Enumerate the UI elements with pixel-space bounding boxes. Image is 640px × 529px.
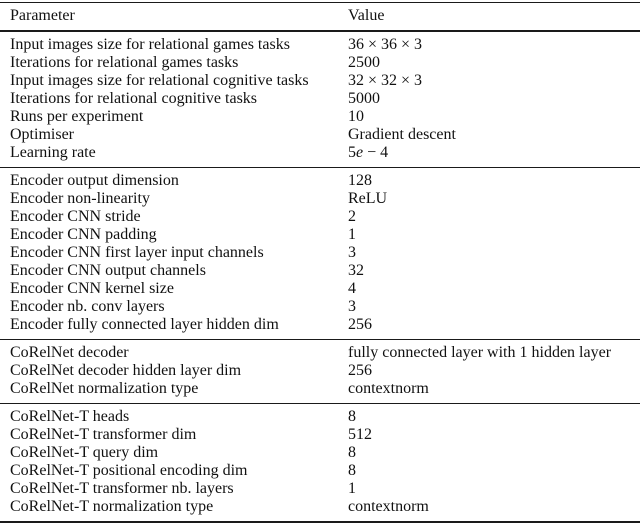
value-cell: 8 — [348, 462, 356, 479]
parameter-cell: Encoder CNN output channels — [10, 262, 206, 279]
table-row: Encoder CNN first layer input channels 3 — [0, 244, 640, 262]
table-row: Iterations for relational cognitive task… — [0, 90, 640, 108]
table-row: Optimiser Gradient descent — [0, 126, 640, 144]
parameter-cell: Input images size for relational cogniti… — [10, 72, 309, 89]
value-cell: Gradient descent — [348, 126, 456, 143]
table-row: Encoder CNN stride 2 — [0, 208, 640, 226]
parameter-cell: CoRelNet-T query dim — [10, 444, 159, 461]
table-row: CoRelNet-T query dim 8 — [0, 444, 640, 462]
table-row: CoRelNet-T transformer nb. layers 1 — [0, 480, 640, 498]
table-section-3: CoRelNet decoder fully connected layer wi… — [0, 339, 640, 404]
value-cell: 32 × 32 × 3 — [348, 72, 423, 89]
value-cell: 36 × 36 × 3 — [348, 36, 423, 53]
parameter-cell: Input images size for relational games t… — [10, 36, 290, 53]
value-cell: fully connected layer with 1 hidden laye… — [348, 344, 612, 361]
value-cell: 256 — [348, 362, 372, 379]
value-cell: 32 — [348, 262, 364, 279]
value-cell: 128 — [348, 172, 372, 189]
parameter-cell: CoRelNet decoder — [10, 344, 129, 361]
value-cell: 5000 — [348, 90, 380, 107]
parameter-cell: CoRelNet decoder hidden layer dim — [10, 362, 242, 379]
value-cell: 1 — [348, 480, 356, 497]
table-row: CoRelNet-T positional encoding dim 8 — [0, 462, 640, 480]
parameter-cell: Encoder nb. conv layers — [10, 298, 165, 315]
value-cell: 4 — [348, 280, 356, 297]
parameter-cell: Encoder non-linearity — [10, 190, 150, 207]
table-row: Encoder non-linearity ReLU — [0, 190, 640, 208]
value-cell: 10 — [348, 108, 364, 125]
table-row: CoRelNet normalization type contextnorm — [0, 380, 640, 404]
table-section-1: Input images size for relational games t… — [0, 31, 640, 168]
parameter-cell: CoRelNet-T heads — [10, 408, 130, 425]
table-header: Parameter Value — [0, 2, 640, 32]
table-row: Encoder CNN padding 1 — [0, 226, 640, 244]
table-row: Input images size for relational cogniti… — [0, 72, 640, 90]
parameter-cell: Encoder CNN kernel size — [10, 280, 174, 297]
parameter-cell: CoRelNet-T normalization type — [10, 498, 214, 515]
table-row: Iterations for relational games tasks 250… — [0, 54, 640, 72]
parameter-cell: Encoder CNN padding — [10, 226, 157, 243]
table-row: CoRelNet decoder hidden layer dim 256 — [0, 362, 640, 380]
value-cell: 1 — [348, 226, 356, 243]
table-row: Encoder output dimension 128 — [0, 168, 640, 191]
table-row: Runs per experiment 10 — [0, 108, 640, 126]
value-cell: 256 — [348, 316, 372, 333]
value-cell: 3 — [348, 298, 356, 315]
table-row: Encoder CNN output channels 32 — [0, 262, 640, 280]
table-row: Learning rate 5e − 4 — [0, 144, 640, 168]
value-cell: 8 — [348, 408, 356, 425]
parameter-cell: Encoder CNN first layer input channels — [10, 244, 264, 261]
parameter-cell: Learning rate — [10, 144, 96, 161]
parameter-cell: Encoder CNN stride — [10, 208, 141, 225]
table-row: Input images size for relational games t… — [0, 31, 640, 54]
header-value: Value — [348, 2, 640, 32]
parameter-cell: Runs per experiment — [10, 108, 144, 125]
parameter-cell: CoRelNet-T transformer dim — [10, 426, 197, 443]
value-cell: contextnorm — [348, 380, 429, 397]
parameter-cell: Iterations for relational games tasks — [10, 54, 239, 71]
header-row: Parameter Value — [0, 2, 640, 32]
table-row: Encoder fully connected layer hidden dim… — [0, 316, 640, 340]
value-cell: 2 — [348, 208, 356, 225]
value-cell: 3 — [348, 244, 356, 261]
parameter-cell: Encoder output dimension — [10, 172, 179, 189]
parameter-cell: Iterations for relational cognitive task… — [10, 90, 258, 107]
header-parameter: Parameter — [0, 2, 348, 32]
value-cell: 512 — [348, 426, 372, 443]
table-row: CoRelNet-T transformer dim 512 — [0, 426, 640, 444]
table-row: CoRelNet decoder fully connected layer wi… — [0, 340, 640, 363]
table-row: CoRelNet-T heads 8 — [0, 404, 640, 427]
table-row: Encoder nb. conv layers 3 — [0, 298, 640, 316]
value-cell: contextnorm — [348, 498, 429, 515]
table-row: CoRelNet-T normalization type contextnorm — [0, 498, 640, 522]
value-cell: 5e − 4 — [348, 144, 389, 161]
parameter-cell: CoRelNet normalization type — [10, 380, 199, 397]
parameter-cell: Encoder fully connected layer hidden dim — [10, 316, 279, 333]
table-row: Encoder CNN kernel size 4 — [0, 280, 640, 298]
parameter-cell: CoRelNet-T transformer nb. layers — [10, 480, 234, 497]
value-cell: ReLU — [348, 190, 388, 207]
parameter-cell: CoRelNet-T positional encoding dim — [10, 462, 248, 479]
value-cell: 2500 — [348, 54, 380, 71]
parameter-cell: Optimiser — [10, 126, 74, 143]
value-cell: 8 — [348, 444, 356, 461]
